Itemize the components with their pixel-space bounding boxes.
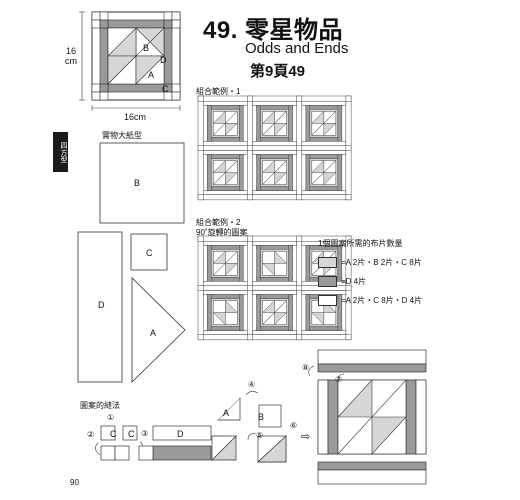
page-reference: 第9頁49	[250, 63, 306, 80]
legend-row: =A 2片・B 2片・C 8片	[318, 257, 422, 268]
step-1: ①	[107, 413, 115, 422]
step-7: ⑦	[335, 375, 343, 384]
template-a-label: A	[150, 328, 157, 338]
swatch-white	[318, 295, 337, 306]
sew-c-label-2: C	[128, 429, 135, 439]
sew-b-label: B	[258, 412, 265, 422]
label-b: B	[143, 43, 150, 53]
legend: 1個圖案所需的布片數量 =A 2片・B 2片・C 8片 =D 4片 =A 2片・…	[318, 238, 422, 306]
sew-d-label: D	[177, 429, 184, 439]
legend-row: =A 2片・C 8片・D 4片	[318, 295, 422, 306]
step-6: ⑥	[290, 421, 298, 430]
combo1-label: 組合範例・1	[196, 87, 241, 96]
template-d-label: D	[98, 300, 105, 310]
step-8: ⑧	[302, 363, 310, 372]
legend-row: =D 4片	[318, 276, 422, 287]
swatch-light	[318, 257, 337, 268]
label-a: A	[148, 70, 155, 80]
combo2-sub: 90˚旋轉的圖案	[196, 228, 248, 237]
dimension-lines	[79, 11, 181, 111]
height-unit: cm	[65, 56, 77, 66]
legend-text: =A 2片・B 2片・C 8片	[341, 258, 422, 267]
page-number: 90	[70, 478, 79, 487]
template-c-label: C	[146, 248, 153, 258]
label-d: D	[160, 55, 167, 65]
sew-a-label: A	[223, 408, 230, 418]
template-heading: 實物大紙型	[102, 131, 142, 140]
legend-text: =D 4片	[341, 277, 367, 286]
height-value: 16	[65, 46, 76, 56]
combo2-label: 組合範例・2	[196, 218, 241, 227]
english-title: Odds and Ends	[245, 40, 349, 57]
arrow-icon: ⇨	[301, 431, 311, 443]
step-5: ⑤	[256, 431, 264, 440]
page-title: 49. 零星物品	[203, 17, 344, 44]
legend-text: =A 2片・C 8片・D 4片	[341, 296, 423, 305]
legend-heading: 1個圖案所需的布片數量	[318, 239, 403, 248]
block-outline	[91, 11, 181, 101]
template-b-label: B	[134, 178, 141, 188]
swatch-dark	[318, 276, 337, 287]
step-2: ②	[87, 430, 95, 439]
sew-c-label: C	[110, 429, 117, 439]
label-c: C	[162, 84, 169, 94]
step-4: ④	[248, 380, 256, 389]
section-tab: 四方型	[53, 132, 68, 172]
step-3: ③	[141, 429, 149, 438]
width-label: 16cm	[124, 112, 147, 122]
sewing-heading: 圖案的縫法	[80, 401, 120, 410]
